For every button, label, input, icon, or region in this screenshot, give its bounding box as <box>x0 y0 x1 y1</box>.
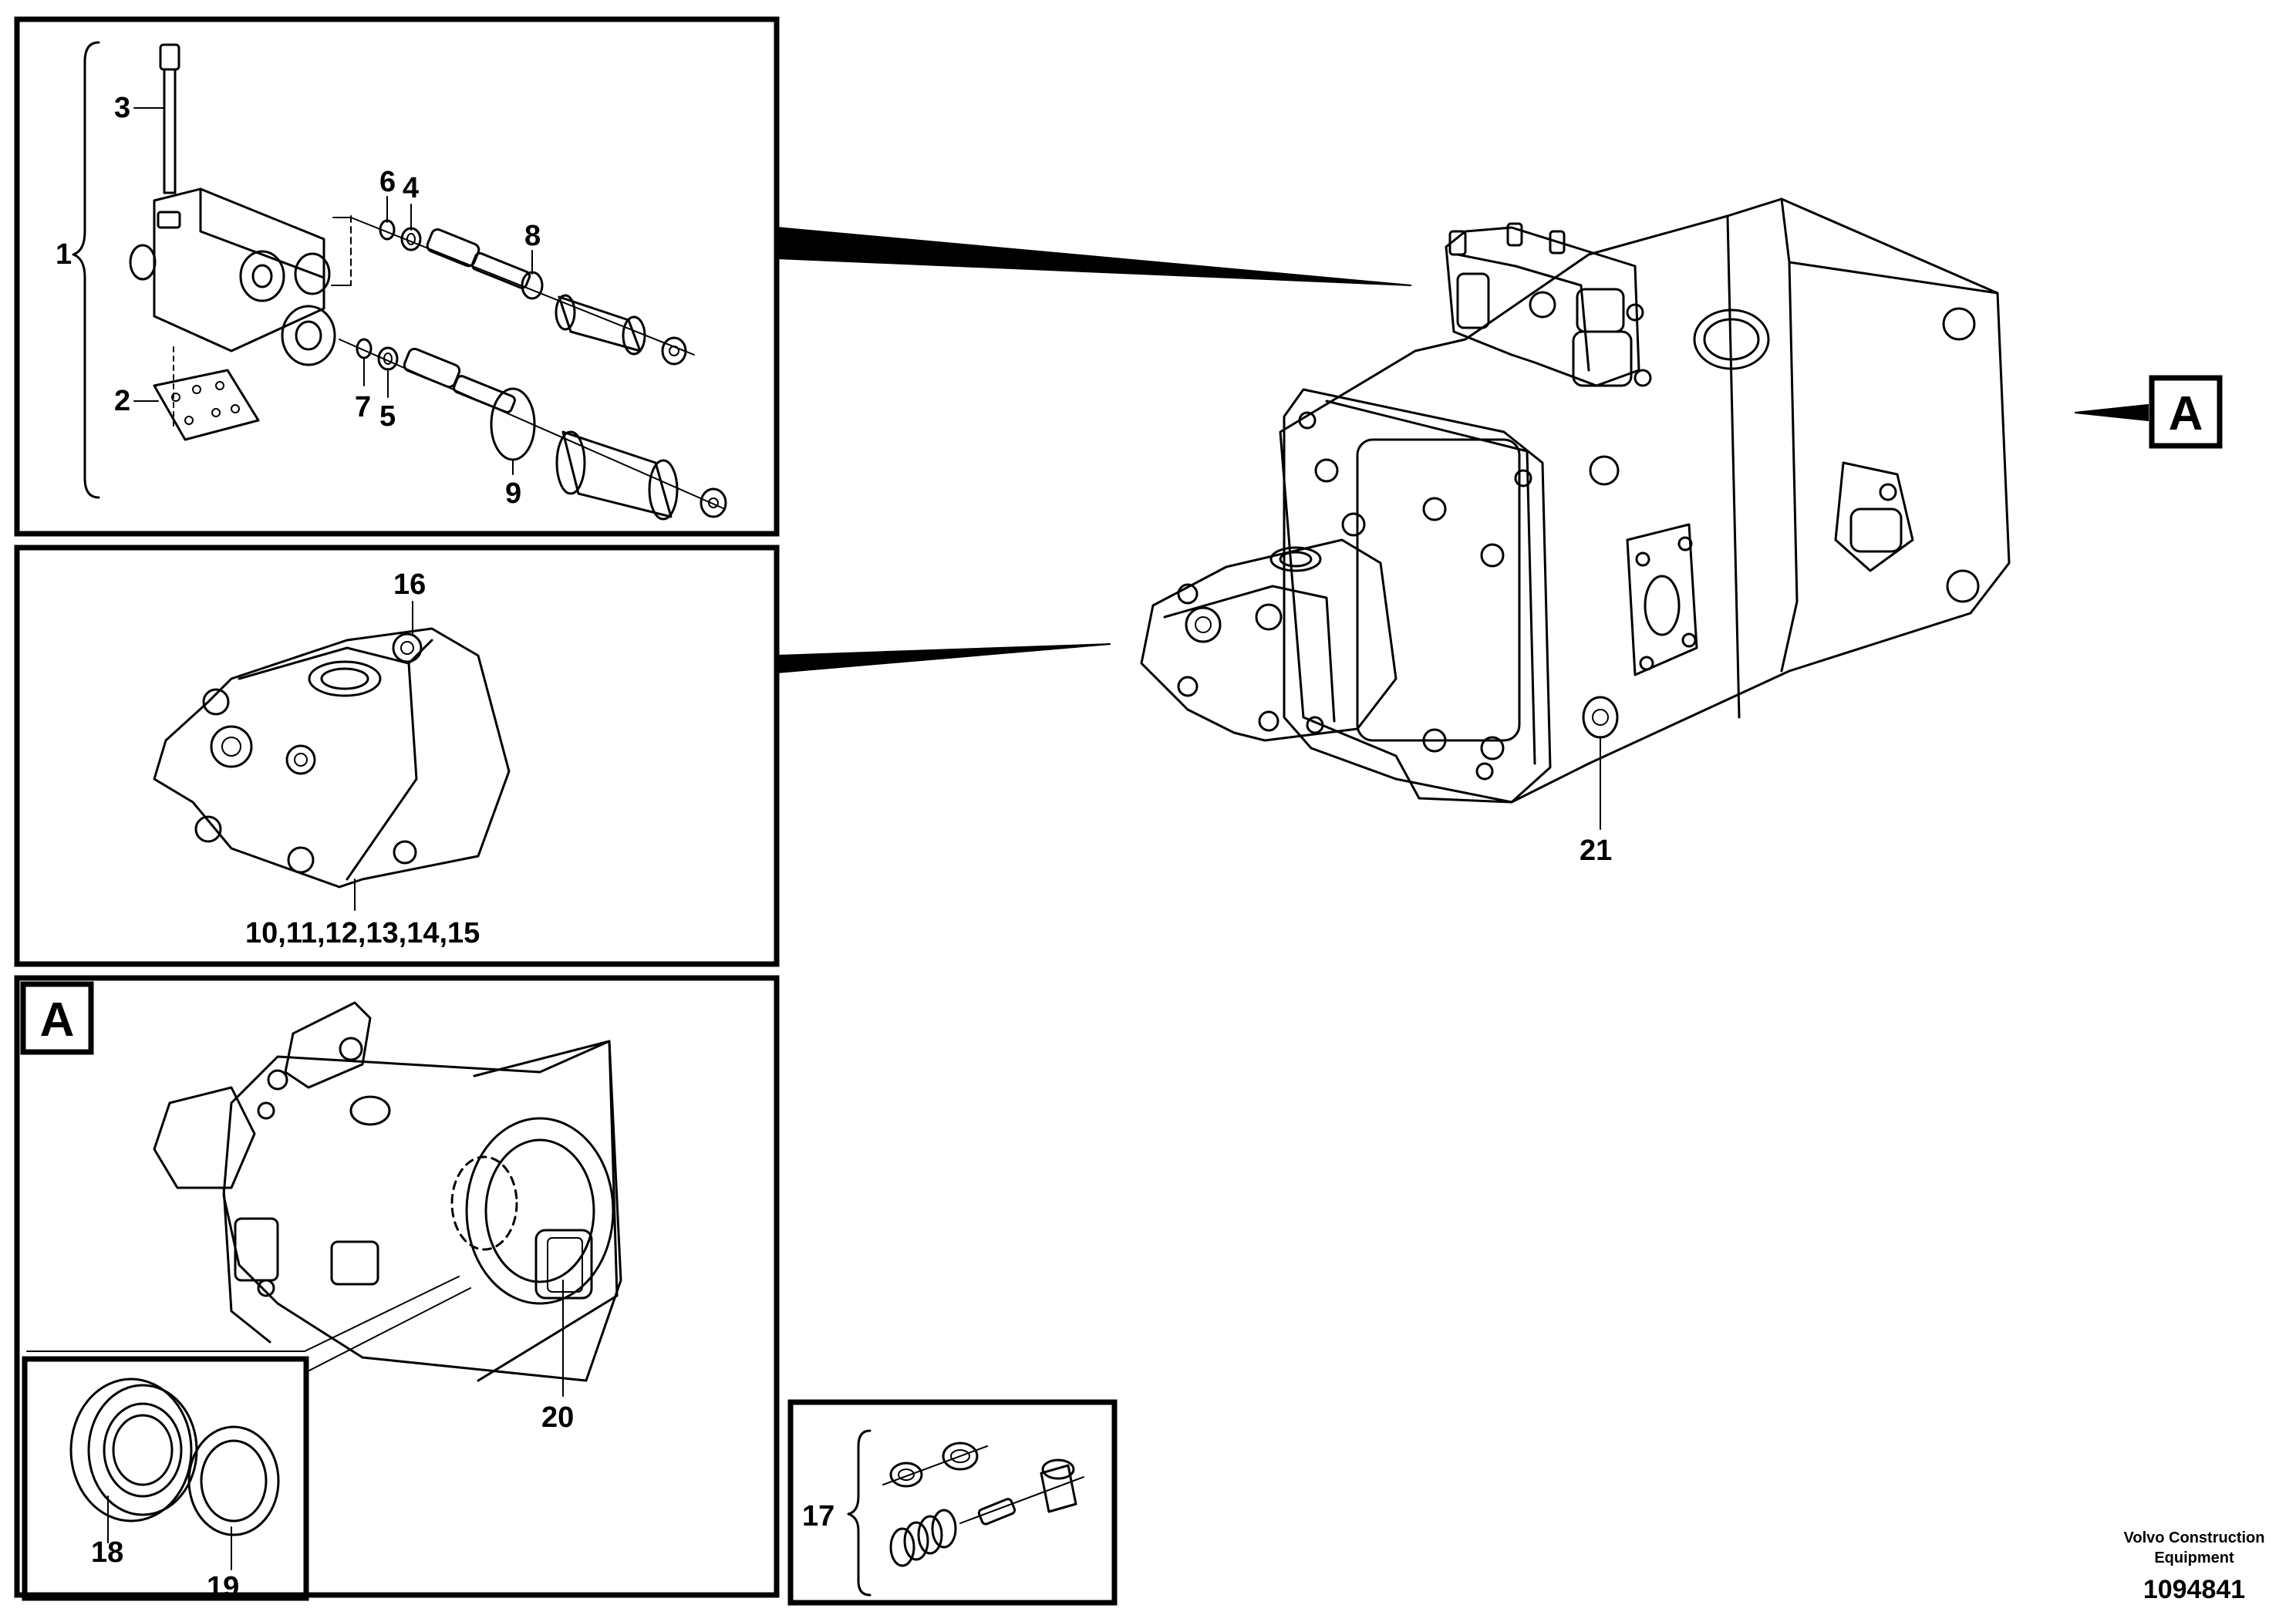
bolt-part-3 <box>159 43 180 194</box>
main-pump-assembly <box>1140 197 2011 804</box>
callout-19: 19 <box>207 1571 239 1603</box>
callout-1: 1 <box>56 238 72 271</box>
valve-block <box>129 187 336 366</box>
brand-line-2: Equipment <box>2154 1549 2234 1566</box>
view-a-marker-letter: A <box>40 993 75 1047</box>
panel-control-valve: 1 2 3 4 5 6 7 8 9 <box>14 16 780 537</box>
brace-1 <box>72 41 100 499</box>
gasket-part-2 <box>153 369 260 441</box>
bolt-part-16 <box>392 632 423 663</box>
bearing-part-18 <box>69 1378 198 1523</box>
pump-rear-view <box>153 1001 622 1382</box>
callout-18: 18 <box>91 1536 123 1569</box>
plug-part-21 <box>1582 696 1619 739</box>
callout-8: 8 <box>524 220 541 252</box>
gear-pump <box>153 627 511 889</box>
view-a-arrow: A <box>2074 375 2223 449</box>
view-a-arrow-letter: A <box>2169 387 2203 440</box>
footer-block: Volvo Construction Equipment 1094841 <box>2124 1529 2265 1604</box>
lower-spool-assembly <box>339 338 727 521</box>
callout-3: 3 <box>114 92 130 124</box>
callout-4: 4 <box>403 172 419 204</box>
brand-line-1: Volvo Construction <box>2124 1529 2265 1546</box>
panel-item-17: 17 <box>787 1399 1118 1606</box>
callout-6: 6 <box>379 166 396 198</box>
brace-17 <box>847 1429 872 1597</box>
nut-lower <box>700 487 727 518</box>
callout-5: 5 <box>379 400 396 433</box>
seal-part-19 <box>187 1425 280 1536</box>
upper-spool-assembly <box>350 217 695 366</box>
callout-20: 20 <box>541 1401 574 1434</box>
leader-lines <box>776 226 1412 674</box>
panel-gear-pump: 16 10,11,12,13,14,15 <box>14 545 780 967</box>
callout-10-15: 10,11,12,13,14,15 <box>245 917 480 949</box>
callout-7: 7 <box>355 391 371 423</box>
panel-view-a: A 20 <box>14 975 780 1603</box>
drawing-number: 1094841 <box>2143 1575 2245 1604</box>
item-17-parts <box>882 1442 1084 1567</box>
callout-16: 16 <box>393 568 426 601</box>
view-a-marker-box <box>20 981 94 1055</box>
callout-9: 9 <box>505 477 521 510</box>
callout-17: 17 <box>802 1500 834 1533</box>
nut-upper <box>661 336 687 366</box>
spring <box>889 1509 957 1567</box>
callout-21: 21 <box>1580 835 1612 867</box>
callout-2: 2 <box>114 385 130 417</box>
oring-part-9 <box>490 387 536 461</box>
inset-bearing-box <box>22 1356 309 1601</box>
